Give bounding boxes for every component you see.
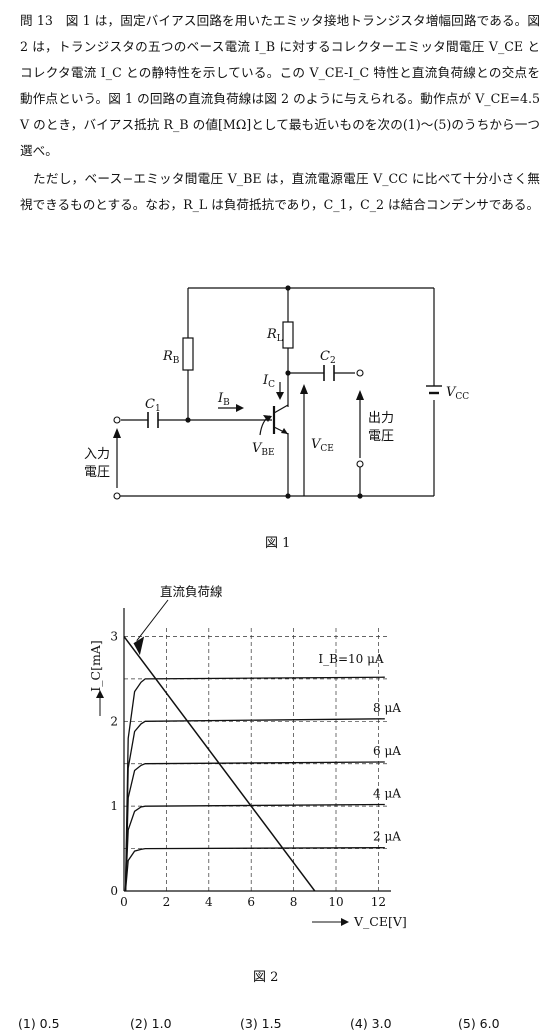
characteristic-curve-8ua — [124, 718, 385, 892]
x-tick-label: 12 — [371, 895, 386, 909]
emitter-arrow — [281, 428, 288, 434]
vbe-label: VBE — [252, 441, 275, 458]
y-tick-label: 0 — [110, 884, 118, 898]
choice-1[interactable]: (1) 0.5 — [18, 1016, 60, 1031]
junction-dot — [285, 493, 291, 499]
ib-arrowhead — [236, 404, 244, 412]
circuit-diagram: RB RL C1 C2 IB IC VBE VCE VCC 入力 電圧 出力 電… — [84, 285, 469, 500]
y-axis-label-arrowhead — [96, 690, 104, 698]
ib-label: IB — [217, 391, 230, 408]
x-axis-label-arrowhead — [341, 918, 349, 926]
input-arrowhead — [113, 428, 121, 438]
input-voltage-label-1: 入力 — [84, 447, 110, 462]
characteristic-curve-6ua — [124, 761, 385, 892]
question-paragraph-1: 問 13 図 1 は，固定バイアス回路を用いたエミッタ接地トランジスタ増幅回路で… — [20, 13, 540, 158]
c1-capacitor — [147, 412, 159, 428]
rl-resistor — [282, 321, 294, 349]
load-line — [123, 636, 316, 892]
c2-capacitor — [323, 365, 335, 381]
x-tick-label: 4 — [205, 895, 213, 909]
figure-1-caption: 図 1 — [265, 536, 291, 551]
figure-2-caption: 図 2 — [253, 970, 279, 985]
curve-label-4ua: 4 μA — [373, 786, 401, 800]
vbe-arrowhead — [263, 415, 272, 422]
choice-5[interactable]: (5) 6.0 — [458, 1016, 500, 1031]
ic-label: IC — [262, 373, 275, 390]
x-tick-label: 10 — [328, 895, 343, 909]
input-terminal-top — [113, 416, 121, 424]
choice-2[interactable]: (2) 1.0 — [130, 1016, 172, 1031]
output-voltage-label-1: 出力 — [368, 411, 394, 426]
c1-label: C1 — [145, 397, 161, 414]
curve-label-8ua: 8 μA — [373, 701, 401, 715]
characteristic-curve-4ua — [124, 803, 385, 892]
input-terminal-bottom — [113, 492, 121, 500]
load-line-pointer-arrowhead — [133, 636, 145, 656]
x-tick-label: 2 — [163, 895, 171, 909]
load-line-pointer — [136, 599, 169, 642]
rb-resistor — [182, 337, 194, 371]
input-voltage-label-2: 電圧 — [84, 465, 110, 480]
c2-label: C2 — [320, 349, 336, 366]
junction-dot — [185, 417, 191, 423]
choice-3[interactable]: (3) 1.5 — [240, 1016, 282, 1031]
rb-label: RB — [162, 349, 180, 366]
load-line-label: 直流負荷線 — [160, 584, 223, 599]
vcc-battery — [426, 385, 442, 395]
output-voltage-label-2: 電圧 — [368, 429, 394, 444]
junction-dot — [285, 370, 291, 376]
x-tick-label: 6 — [247, 895, 255, 909]
curve-label-2ua: 2 μA — [373, 830, 401, 844]
output-terminal-top — [356, 369, 364, 377]
vce-arrowhead — [300, 384, 308, 394]
output-arrowhead — [356, 390, 364, 400]
y-tick-label: 1 — [110, 799, 118, 813]
x-tick-label: 0 — [120, 895, 128, 909]
characteristic-curve-10ua — [124, 676, 385, 892]
question-paragraph-2: ただし，ベース−エミッタ間電圧 V_BE は，直流電源電圧 V_CC に比べて十… — [20, 171, 540, 212]
output-terminal-bottom — [356, 460, 364, 468]
x-tick-label: 8 — [290, 895, 298, 909]
vce-label: VCE — [311, 437, 334, 454]
junction-dot — [285, 285, 291, 291]
vcc-label: VCC — [446, 385, 469, 402]
curve-label-10ua: I_B=10 μA — [318, 652, 383, 666]
y-tick-label: 3 — [110, 629, 118, 643]
choice-4[interactable]: (4) 3.0 — [350, 1016, 392, 1031]
y-axis-label: I_C[mA] — [88, 640, 103, 691]
rl-label: RL — [266, 327, 283, 344]
characteristic-curve-2ua — [124, 847, 385, 892]
y-tick-label: 2 — [110, 714, 118, 728]
curve-label-6ua: 6 μA — [373, 744, 401, 758]
ic-arrowhead — [276, 392, 284, 400]
junction-dot — [357, 493, 363, 499]
x-axis-label: V_CE[V] — [353, 914, 407, 929]
